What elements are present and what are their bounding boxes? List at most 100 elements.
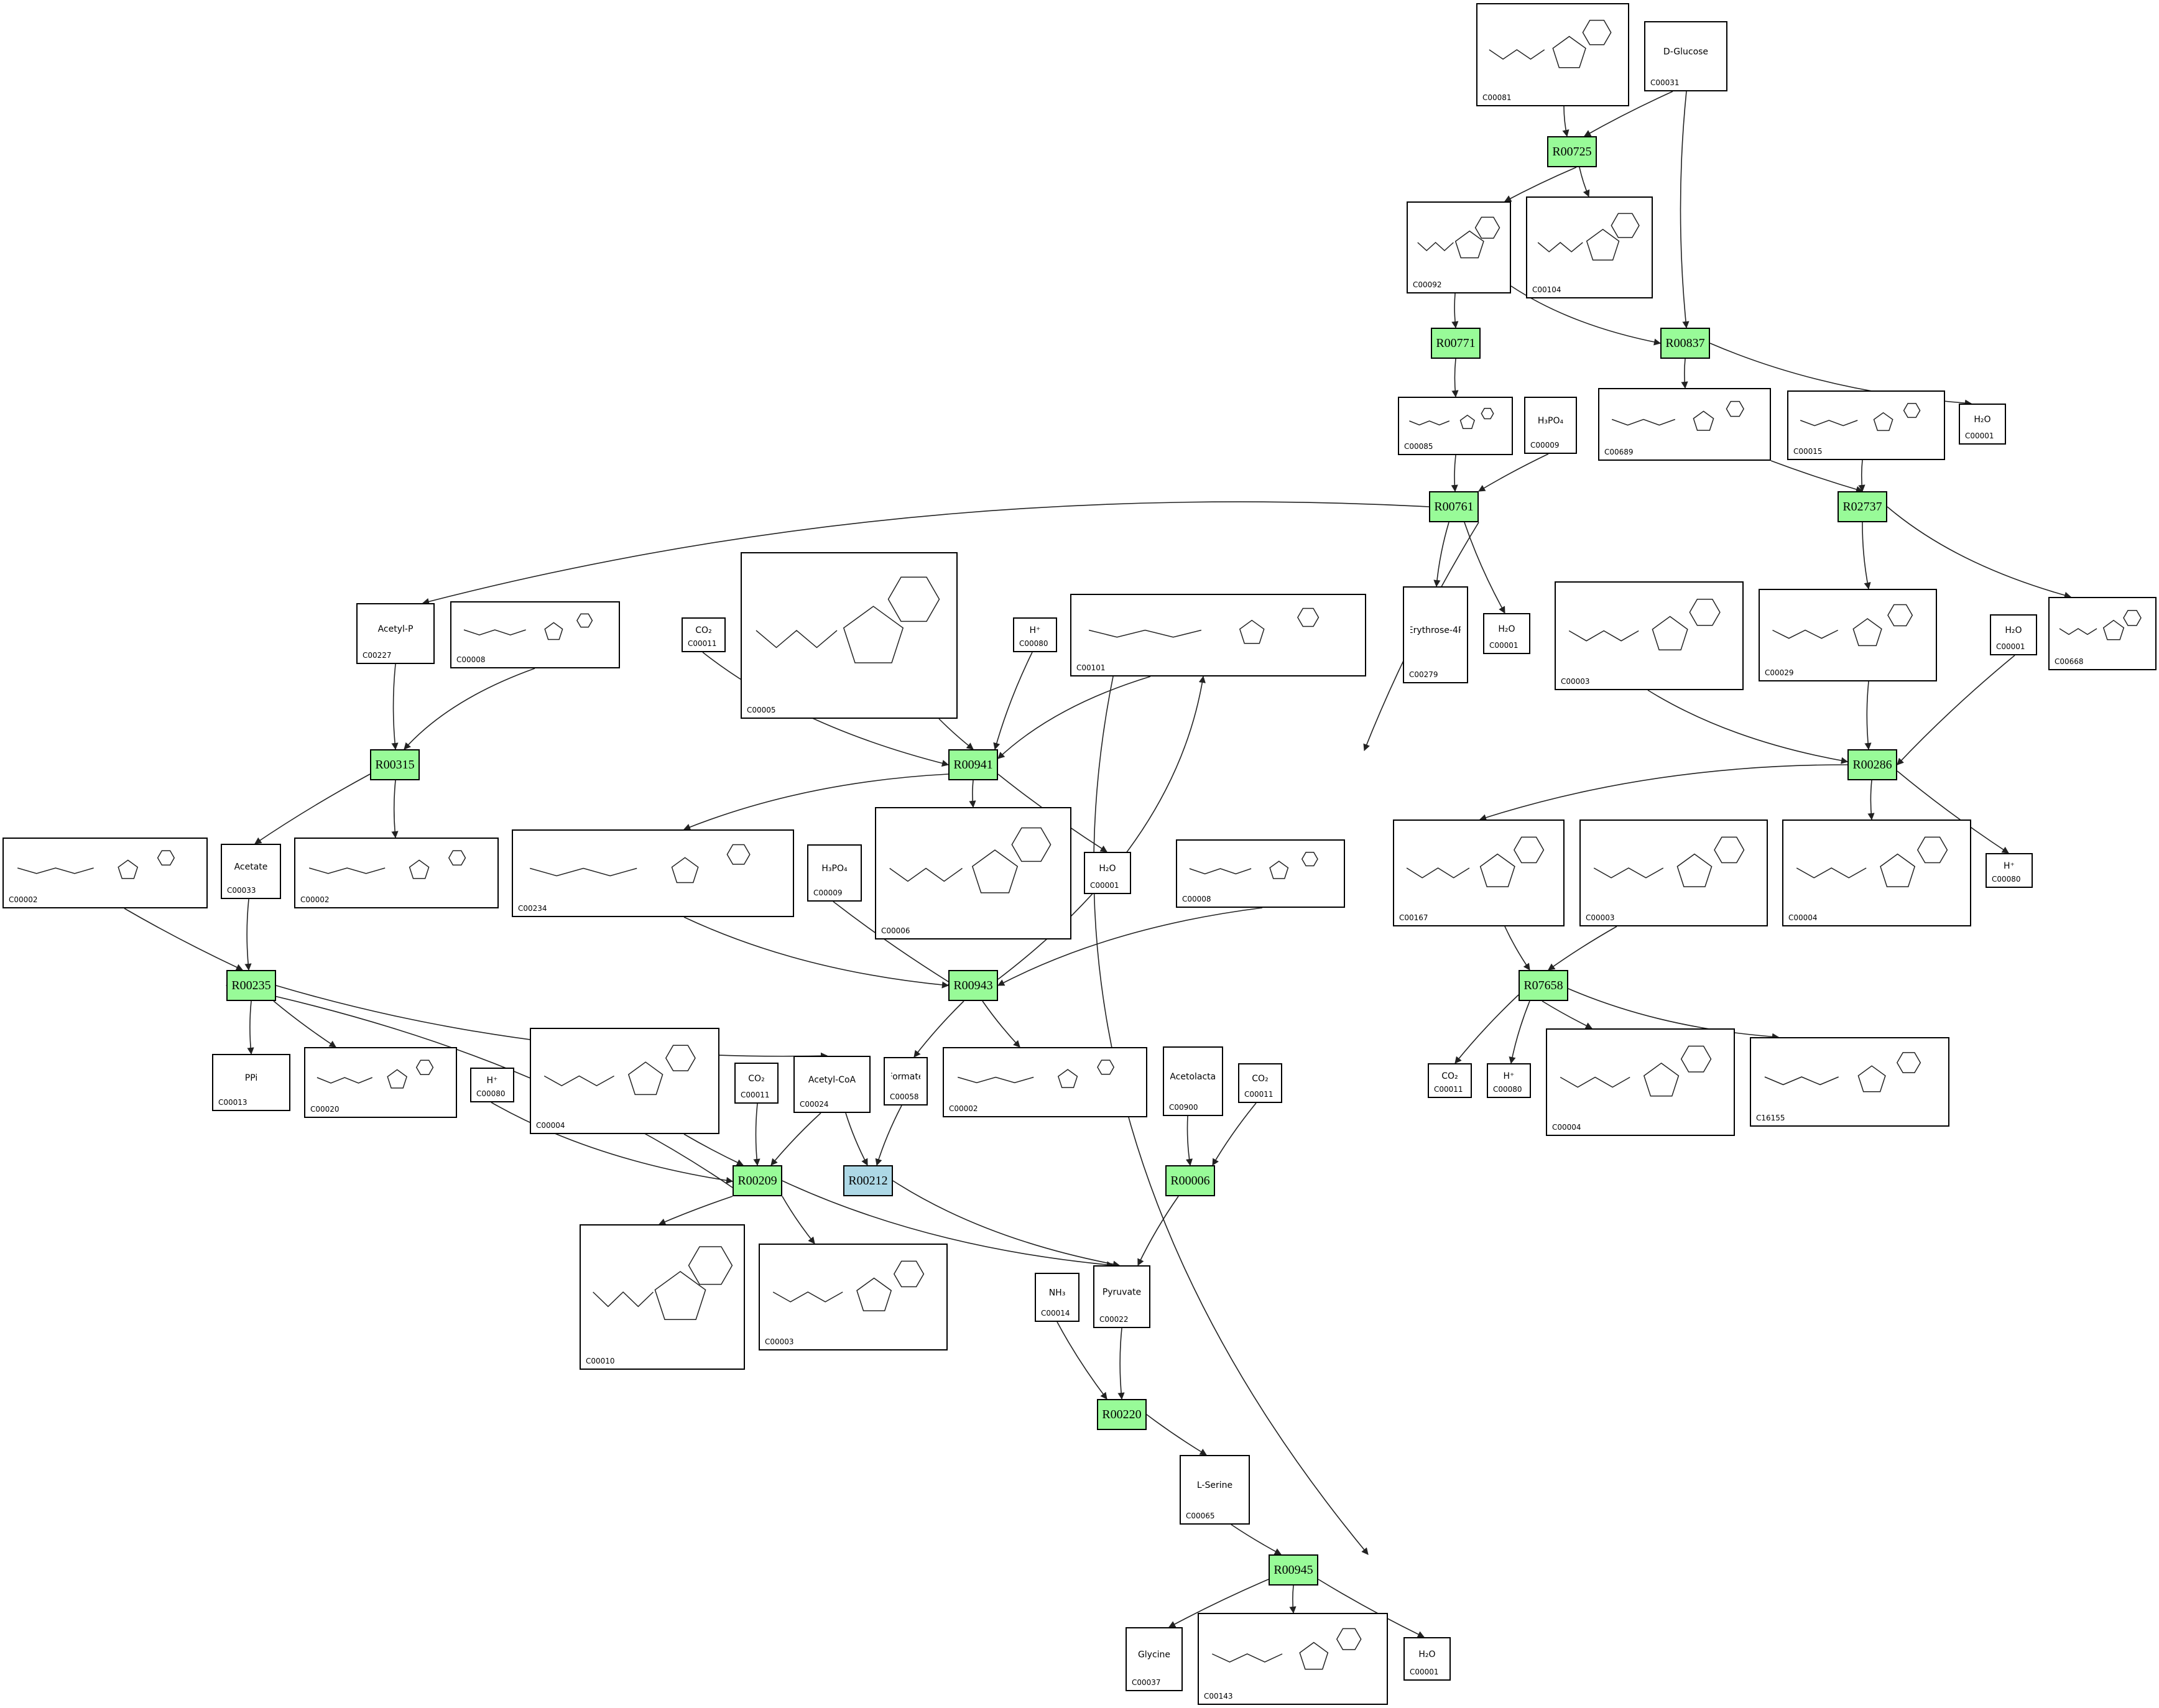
compound-label: C00080 [1019,639,1048,648]
compound-C00080[interactable]: H⁺ C00080 [1013,617,1057,652]
reaction-R00725[interactable]: R00725 [1547,136,1597,167]
edge-0 [1562,106,1570,137]
compound-C00104[interactable]: C00104 [1526,196,1653,298]
svg-text:Acetyl-P: Acetyl-P [378,624,414,634]
compound-C00002[interactable]: C00002 [294,838,499,908]
compound-C00003[interactable]: C00003 [1555,581,1744,690]
compound-C00167[interactable]: C00167 [1393,819,1565,926]
svg-text:H₂O: H₂O [1418,1650,1435,1660]
edge-37 [244,898,252,971]
compound-C00003[interactable]: C00003 [759,1244,948,1350]
edge-43 [1548,926,1617,971]
edge-14 [1887,506,2072,599]
reaction-R07658[interactable]: R07658 [1519,970,1568,1001]
reaction-R00943[interactable]: R00943 [948,970,998,1001]
reaction-R00212[interactable]: R00212 [843,1165,893,1196]
svg-text:H⁺: H⁺ [1030,625,1041,635]
compound-C00002[interactable]: C00002 [2,838,208,908]
edge-73 [1168,1579,1269,1628]
edge-5 [1680,91,1690,329]
compound-C00015[interactable]: C00015 [1787,390,1945,460]
compound-C00010[interactable]: C00010 [580,1224,745,1370]
reaction-R00006[interactable]: R00006 [1165,1165,1215,1196]
compound-C00008[interactable]: C00008 [450,601,620,668]
compound-C00234[interactable]: C00234 [512,829,794,917]
edge-4 [1451,293,1459,329]
compound-C00020[interactable]: C00020 [304,1047,457,1118]
edge-53 [1542,1000,1593,1029]
reaction-R02737[interactable]: R02737 [1838,491,1887,522]
reaction-R00945[interactable]: R00945 [1269,1554,1318,1586]
compound-C00080[interactable]: H⁺C00080 [470,1068,514,1102]
compound-label: C00085 [1404,442,1433,451]
structure-image [1484,11,1622,89]
structure-image [748,560,950,701]
compound-C00058[interactable]: FormateC00058 [884,1057,928,1106]
compound-label: C00001 [1965,432,1994,440]
compound-label: C00279 [1409,670,1438,679]
compound-C00668[interactable]: C00668 [2048,597,2157,670]
compound-C00004[interactable]: C00004 [1546,1028,1735,1136]
reaction-R00761[interactable]: R00761 [1429,491,1479,522]
compound-C00081[interactable]: C00081 [1476,3,1629,106]
reaction-R00220[interactable]: R00220 [1097,1399,1147,1430]
compound-C16155[interactable]: C16155 [1750,1037,1949,1127]
compound-C00005[interactable]: C00005 [741,552,958,719]
compound-C00080[interactable]: H⁺C00080 [1986,853,2033,888]
edge-45 [273,1000,336,1048]
compound-C00080[interactable]: H⁺C00080 [1487,1063,1531,1098]
reaction-R00771[interactable]: R00771 [1431,328,1481,359]
compound-C00003[interactable]: C00003 [1579,819,1768,926]
compound-C00689[interactable]: C00689 [1598,388,1771,461]
edge-62 [1212,1102,1257,1166]
compound-C00008[interactable]: C00008 [1176,839,1345,908]
reaction-R00941[interactable]: R00941 [948,749,998,780]
compound-C00900[interactable]: 2-AcetolactateC00900 [1162,1046,1224,1116]
reaction-R00286[interactable]: R00286 [1847,749,1897,780]
edge-15 [1862,522,1871,590]
edge-30 [1864,681,1872,750]
edge-1 [1584,91,1673,137]
compound-C00085[interactable]: C00085 [1398,397,1513,455]
compound-C00004[interactable]: C00004 [1782,819,1971,926]
compound-label: C00101 [1076,663,1106,672]
compound-label: C00004 [536,1121,565,1130]
compound-C00143[interactable]: C00143 [1198,1613,1388,1705]
svg-text:CO₂: CO₂ [1252,1074,1268,1084]
compound-C00029[interactable]: C00029 [1759,589,1937,681]
reaction-R00315[interactable]: R00315 [370,749,420,780]
edge-20 [391,663,399,750]
compound-C00002[interactable]: C00002 [943,1047,1147,1117]
compound-C00101[interactable]: C00101 [1070,594,1366,676]
compound-label: C00003 [765,1337,794,1346]
svg-text:2-Acetolactate: 2-Acetolactate [1170,1072,1216,1082]
edge-16 [422,501,1430,605]
compound-C00004[interactable]: C00004 [530,1028,719,1134]
reaction-R00235[interactable]: R00235 [226,970,276,1001]
reaction-R00209[interactable]: R00209 [733,1165,782,1196]
compound-C00092[interactable]: C00092 [1407,201,1511,293]
reaction-R00837[interactable]: R00837 [1660,328,1710,359]
compound-C00006[interactable]: C00006 [875,807,1071,939]
